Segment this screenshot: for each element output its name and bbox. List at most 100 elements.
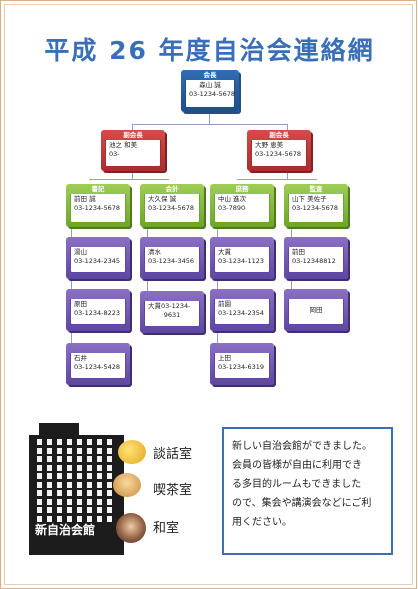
building-window [47, 515, 52, 522]
building-window [37, 439, 42, 445]
connector [287, 171, 288, 179]
building-label: 新自治会館 [35, 523, 96, 537]
building-window [47, 473, 52, 479]
building-window [67, 464, 72, 471]
building-window [87, 464, 92, 471]
building-window [107, 507, 112, 513]
vice-president-2-phone: 03-1234-5678 [255, 150, 302, 158]
member-name: 原田 [74, 300, 87, 308]
member-phone: 03-1234-2345 [74, 257, 121, 265]
vice-president-1-role: 副会長 [123, 131, 143, 139]
building-window [77, 439, 82, 445]
building-window [67, 456, 72, 462]
building-window [77, 456, 82, 462]
building-window [87, 439, 92, 445]
connector [217, 331, 218, 343]
member-name: 前田 [292, 248, 305, 256]
connector [71, 279, 72, 289]
vice-president-1-phone: 03- [109, 150, 120, 158]
connector [71, 227, 72, 237]
building-window [77, 515, 82, 522]
member-name: 湯山 [74, 248, 87, 256]
accounting-role: 会計 [165, 185, 179, 193]
building-window [97, 447, 102, 454]
connector [209, 112, 210, 124]
building-window [107, 456, 112, 462]
building-window [37, 447, 42, 454]
building-window [107, 473, 112, 479]
info-line: 会員の皆様が自由に利用でき [232, 460, 362, 471]
connector [132, 124, 287, 125]
building-window [107, 447, 112, 454]
building-window [67, 447, 72, 454]
member-phone: 03-1234-6319 [218, 363, 265, 371]
connector [71, 331, 72, 343]
member-name-phone: 大貫03-1234- [148, 302, 191, 310]
info-box: 新しい自治会館ができました。 会員の皆様が自由に利用でき る多目的ルームもできま… [222, 427, 393, 555]
building-window [97, 515, 102, 522]
member-box: 大貫 03-1234-1123 [210, 237, 274, 279]
building-window [87, 447, 92, 454]
building-window [97, 498, 102, 505]
vice-president-2-role: 副会長 [269, 131, 289, 139]
member-phone: 03-1234-5428 [74, 363, 121, 371]
member-name: 大貫 [218, 248, 231, 256]
room-label: 喫茶室 [153, 483, 193, 498]
building-window [97, 481, 102, 488]
secretary-box: 書記 前田 誠 03-1234-5678 [66, 184, 130, 227]
building-window [67, 490, 72, 496]
general-affairs-box: 庶務 中山 進次 03-7890 [210, 184, 274, 227]
member-phone: 03-1234-2354 [218, 309, 265, 317]
building-window [107, 439, 112, 445]
auditor-role: 監査 [309, 185, 323, 193]
building-window [77, 447, 82, 454]
building-window [37, 481, 42, 488]
building-window [87, 490, 92, 496]
building-window [107, 490, 112, 496]
japanese-room-icon [116, 513, 146, 543]
building-window [97, 473, 102, 479]
building-window [37, 456, 42, 462]
room-label: 談話室 [153, 447, 193, 462]
building-window [67, 481, 72, 488]
president-box: 会長 森山 誠 03-1234-5678 [181, 70, 239, 112]
member-box: 石井 03-1234-5428 [66, 343, 130, 385]
building-window [97, 507, 102, 513]
building-window [77, 490, 82, 496]
auditor-box: 監査 山下 美佐子 03-1234-5678 [284, 184, 348, 227]
building-window [67, 515, 72, 522]
member-name: 上田 [218, 354, 231, 362]
connector [132, 171, 133, 179]
president-name: 森山 誠 [199, 81, 221, 89]
general-affairs-phone: 03-7890 [218, 204, 246, 212]
building-window [97, 456, 102, 462]
member-phone: 03-1234-8223 [74, 309, 121, 317]
info-line: 用ください。 [232, 517, 292, 528]
building-window [47, 464, 52, 471]
auditor-phone: 03-1234-5678 [292, 204, 339, 212]
connector [291, 227, 292, 237]
building-window [37, 464, 42, 471]
building-window [47, 447, 52, 454]
member-box: 前田 03-12348812 [284, 237, 348, 279]
building-window [67, 439, 72, 445]
building-window [37, 515, 42, 522]
building-window [87, 481, 92, 488]
auditor-name: 山下 美佐子 [292, 195, 327, 203]
building-window [37, 490, 42, 496]
building-window [57, 507, 62, 513]
building-window [67, 507, 72, 513]
secretary-phone: 03-1234-5678 [74, 204, 121, 212]
building-window [107, 498, 112, 505]
member-name: 清水 [148, 248, 161, 256]
member-phone: 9631 [163, 311, 181, 319]
building-window [87, 507, 92, 513]
building-window [97, 464, 102, 471]
building-window [57, 498, 62, 505]
member-name: 岡田 [309, 306, 323, 314]
lounge-icon [118, 440, 146, 464]
page-frame [4, 4, 413, 585]
building-window [67, 498, 72, 505]
building-window [37, 473, 42, 479]
member-box: 原田 03-1234-8223 [66, 289, 130, 331]
